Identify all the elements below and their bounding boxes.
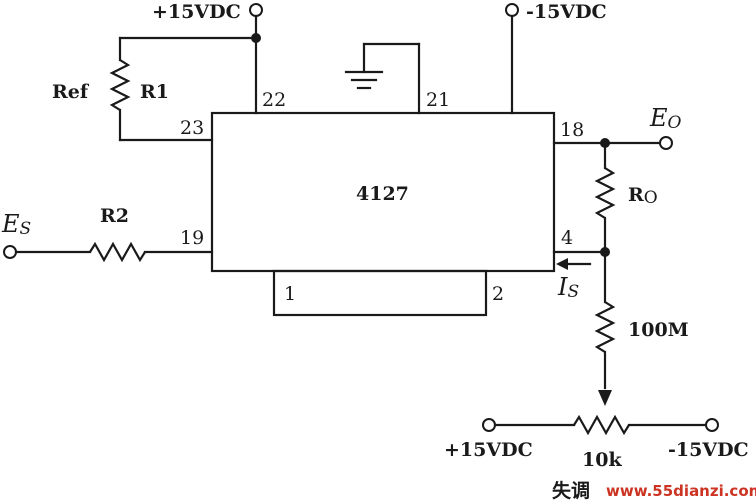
site-watermark: www.55dianzi.com [606, 482, 756, 500]
pin-19-label: 19 [180, 227, 204, 249]
pin-2-label: 2 [492, 283, 504, 305]
pin-4-label: 4 [561, 227, 573, 249]
top-neg-supply-label: -15VDC [526, 1, 607, 23]
is-arrow-head [556, 258, 568, 270]
resistor-r1 [109, 59, 131, 111]
resistor-ro [594, 167, 616, 219]
pin-21-label: 21 [426, 89, 450, 111]
top-pos-supply-label: +15VDC [152, 1, 241, 23]
wiper-arrow-head [598, 390, 612, 406]
eo-label: EO [649, 104, 682, 133]
eo-output-terminal [659, 136, 673, 150]
pin-23-label: 23 [180, 117, 204, 139]
es-label: ES [1, 210, 31, 239]
pin-22-label: 22 [262, 89, 286, 111]
r1-label: R1 [140, 81, 169, 103]
ro-label: RO [628, 184, 658, 208]
bot-pos-supply-terminal [482, 418, 496, 432]
ic-part-number: 4127 [356, 183, 409, 205]
offset-pin-box [272, 269, 488, 317]
pot-value-label: 10k [582, 449, 622, 471]
ref-label: Ref [52, 81, 90, 103]
pin-18-label: 18 [560, 119, 584, 141]
bot-pos-supply-label: +15VDC [444, 439, 533, 461]
top-pos-supply-terminal [249, 3, 263, 17]
resistor-r2 [89, 241, 146, 263]
es-input-terminal [3, 245, 17, 259]
resistor-100m [594, 301, 616, 353]
is-label: IS [557, 273, 579, 302]
offset-caption: 失调 [552, 479, 590, 502]
r100m-label: 100M [628, 319, 689, 341]
bot-neg-supply-label: -15VDC [668, 439, 749, 461]
bot-neg-supply-terminal [705, 418, 719, 432]
r2-label: R2 [100, 205, 129, 227]
pin-1-label: 1 [284, 283, 296, 305]
potentiometer-10k [573, 414, 630, 436]
top-neg-supply-terminal [505, 3, 519, 17]
